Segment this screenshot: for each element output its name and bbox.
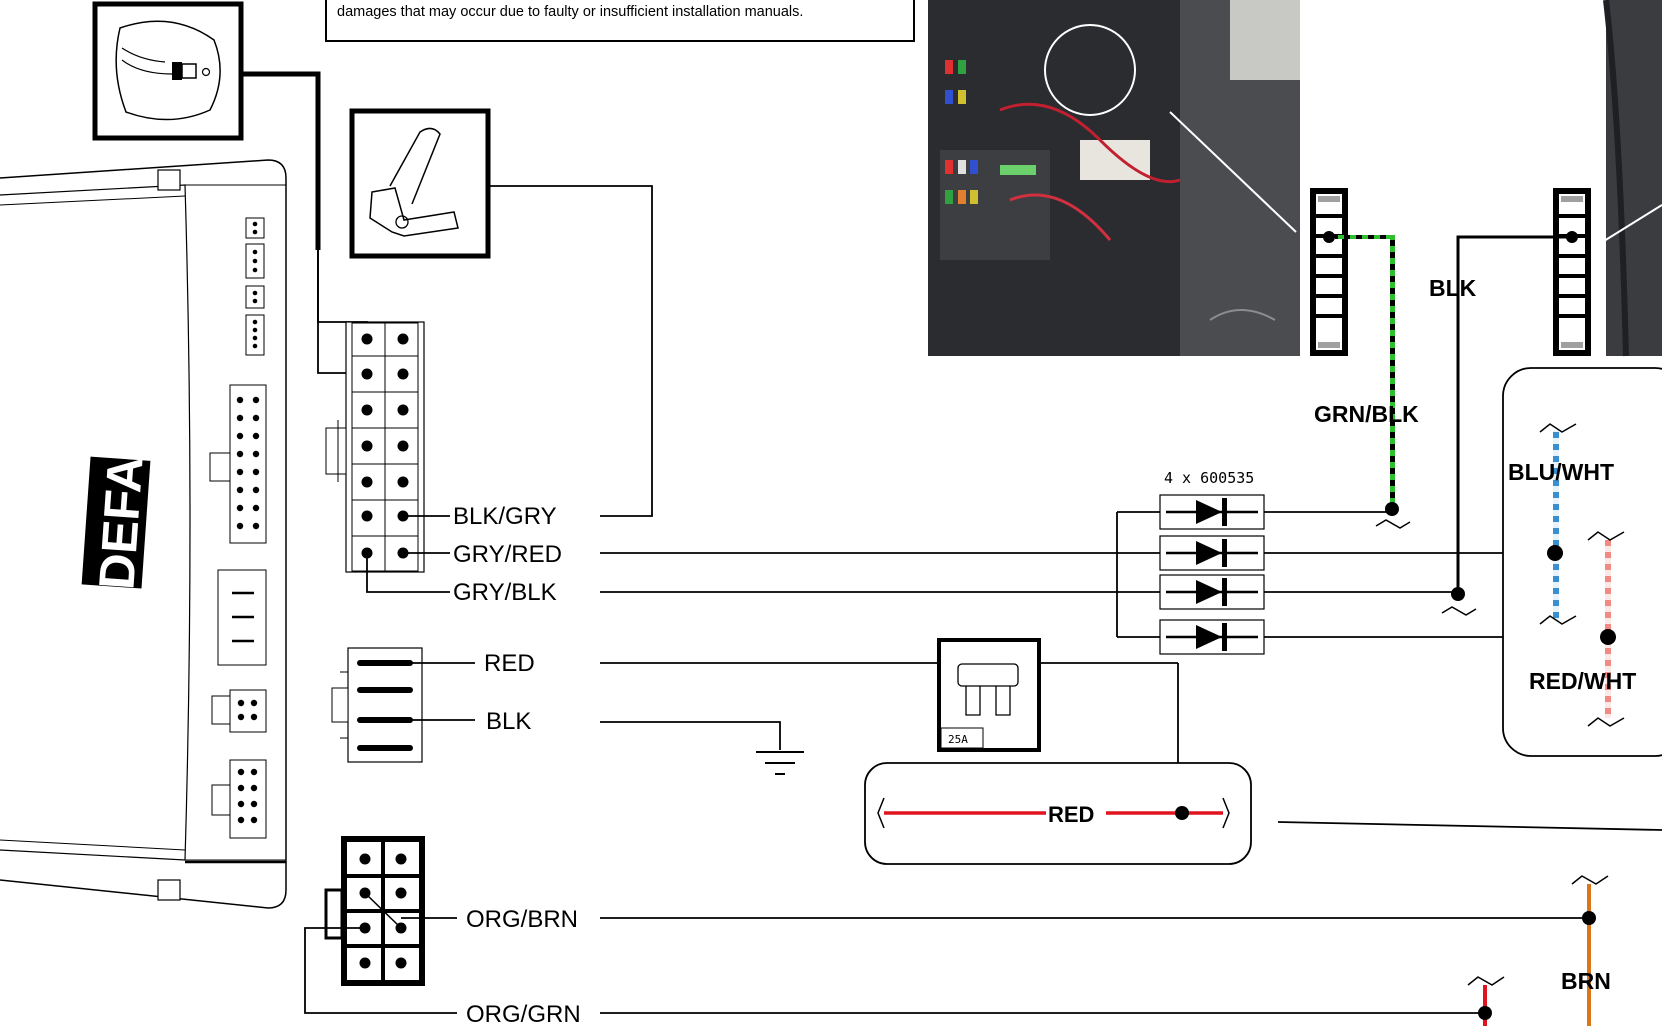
label-blu-wht: BLU/WHT [1508,459,1614,485]
diode-pack: 4 x 600535 [1159,469,1265,655]
disclaimer-text: damages that may occur due to faulty or … [337,4,804,20]
main-connector [325,321,425,573]
label-blk-gry: BLK/GRY [453,503,557,530]
label-red-wht: RED/WHT [1529,668,1636,694]
label-org-brn: ORG/BRN [466,906,578,933]
door-switch-icon [349,108,491,259]
vehicle-connector-2 [1553,188,1591,356]
label-red: RED [484,650,535,677]
fuse-icon: 25A [937,638,1041,752]
label-org-grn: ORG/GRN [466,1001,581,1026]
label-gry-red: GRY/RED [453,541,562,568]
red-bus-box [864,762,1252,865]
diode-pack-label: 4 x 600535 [1164,469,1254,487]
wire-group-box [1502,367,1662,757]
power-connector [331,647,423,763]
defa-logo [81,456,151,589]
label-blk-vehicle: BLK [1429,275,1477,301]
label-blk: BLK [486,708,531,735]
defa-logo-text: DEFA [88,454,153,591]
vehicle-connector-1 [1310,188,1348,356]
label-brn: BRN [1561,968,1611,994]
label-grn-blk: GRN/BLK [1314,401,1419,427]
bottom-connector [324,836,425,986]
disclaimer-box: damages that may occur due to faulty or … [325,0,915,42]
bonnet-sensor-icon [92,1,244,141]
label-gry-blk: GRY/BLK [453,579,557,606]
fuse-box-photo [928,0,1300,356]
defa-module: DEFA [0,159,287,909]
label-red-bus: RED [1048,802,1094,827]
trunk-photo [1603,0,1662,357]
ground-symbol [756,751,804,775]
fuse-rating: 25A [948,733,968,746]
